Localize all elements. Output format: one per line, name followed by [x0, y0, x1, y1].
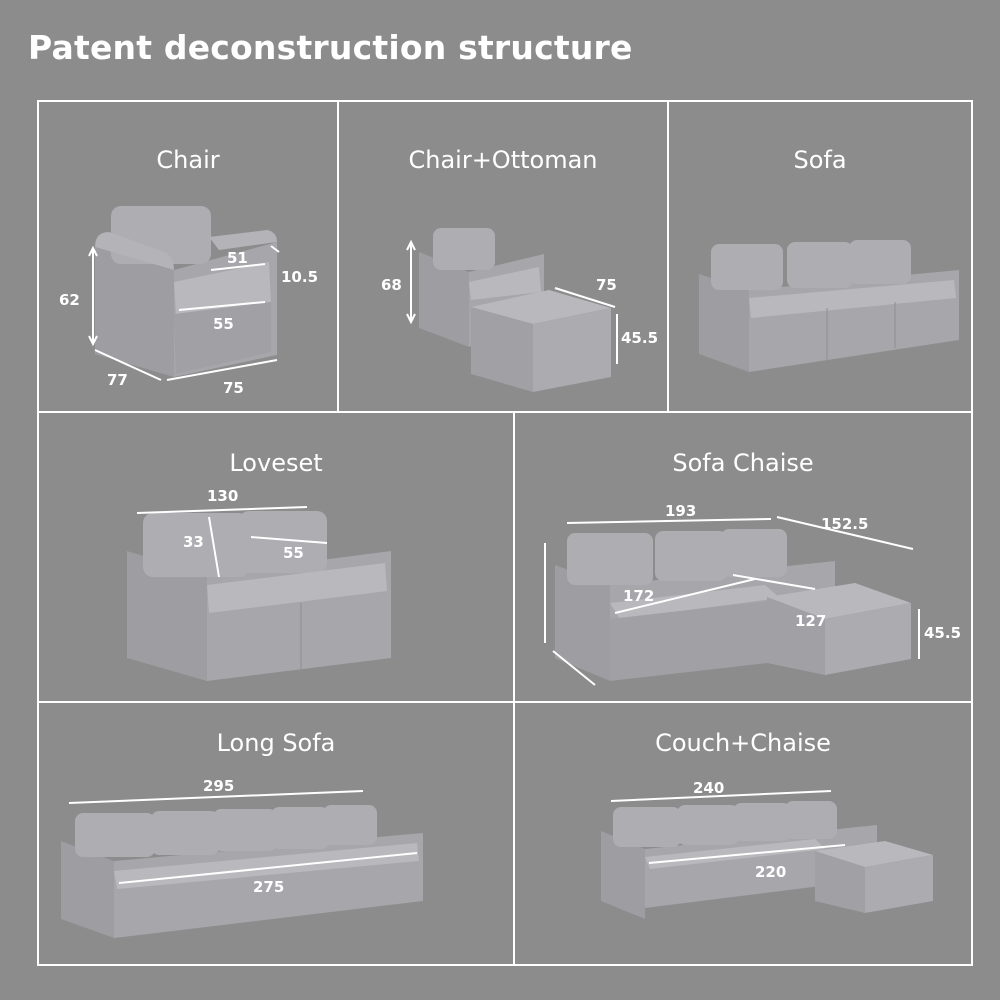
- dim-ottoman-height: 45.5: [621, 329, 658, 347]
- dim-height: 62: [59, 291, 80, 309]
- page-title: Patent deconstruction structure: [28, 28, 633, 67]
- dim-width: 130: [207, 487, 238, 505]
- dim-seat: 275: [253, 878, 284, 896]
- dim-width: 295: [203, 777, 234, 795]
- panel-title: Sofa Chaise: [672, 449, 814, 477]
- panel-title: Sofa: [793, 146, 847, 174]
- dim-depth: 77: [107, 371, 128, 389]
- dim-width: 193: [665, 502, 696, 520]
- panel-title: Long Sofa: [216, 729, 336, 757]
- sofa-illustration: [699, 240, 959, 372]
- dim-height: 68: [381, 276, 402, 294]
- long-sofa-illustration: 295 275: [61, 777, 423, 938]
- panel-chair-ottoman: Chair+Ottoman 68 75 45.5: [339, 102, 667, 411]
- dim-ottoman-width: 75: [596, 276, 617, 294]
- dim-seat: 220: [755, 863, 786, 881]
- sofa-chaise-illustration: 193 152.5 172 127 45.5: [544, 502, 961, 686]
- chair-illustration: 62 77 75 51 55 10.5: [59, 206, 318, 397]
- panel-title: Loveset: [229, 449, 323, 477]
- dim-width: 75: [223, 379, 244, 397]
- loveseat-illustration: 130 33 55: [127, 487, 391, 681]
- panel-sofa-chaise: Sofa Chaise 193 152.5 172 127 45.5: [515, 413, 971, 701]
- panel-title: Chair+Ottoman: [408, 146, 598, 174]
- panel-loveseat: Loveset 130 33 55: [39, 413, 513, 701]
- panel-couch-chaise: Couch+Chaise 240 220: [515, 703, 971, 964]
- dim-width: 240: [693, 779, 724, 797]
- dim-seat: 172: [623, 587, 654, 605]
- panel-title: Chair: [156, 146, 220, 174]
- dim-back: 33: [183, 533, 204, 551]
- panel-title: Couch+Chaise: [655, 729, 831, 757]
- chair-ottoman-illustration: 68 75 45.5: [381, 228, 658, 392]
- dim-chaise: 127: [795, 612, 826, 630]
- panel-chair: Chair 62 77 75 51 55 10.5: [39, 102, 337, 411]
- dim-chaise-height: 45.5: [924, 624, 961, 642]
- panel-sofa: Sofa: [669, 102, 971, 411]
- dim-seat: 55: [213, 315, 234, 333]
- dim-arm: 10.5: [281, 268, 318, 286]
- couch-chaise-illustration: 240 220: [601, 779, 933, 919]
- panel-long-sofa: Long Sofa 295 275: [39, 703, 513, 964]
- dim-diagonal: 152.5: [821, 515, 868, 533]
- dim-inner: 51: [227, 249, 248, 267]
- dim-seat: 55: [283, 544, 304, 562]
